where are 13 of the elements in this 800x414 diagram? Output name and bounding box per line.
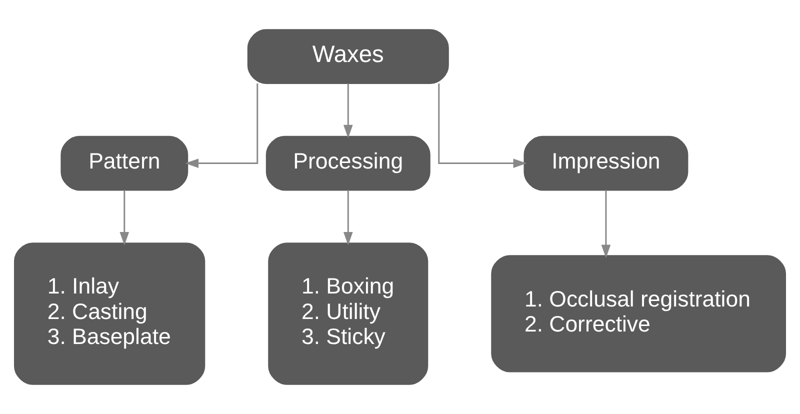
node-box: Impression [524, 136, 688, 191]
node-box: Pattern [60, 136, 188, 191]
node-box: Processing [266, 136, 430, 191]
node-box: 1. Inlay 2. Casting 3. Baseplate [14, 242, 206, 385]
node-box: Waxes [247, 29, 449, 84]
node-box: 1. Boxing 2. Utility 3. Sticky [268, 242, 428, 385]
arrow [120, 190, 130, 246]
arrow [601, 190, 611, 258]
arrow [185, 84, 258, 168]
arrow [343, 190, 353, 246]
arrow [438, 84, 527, 168]
arrow [343, 84, 353, 138]
node-box: 1. Occlusal registration 2. Corrective [491, 255, 786, 372]
